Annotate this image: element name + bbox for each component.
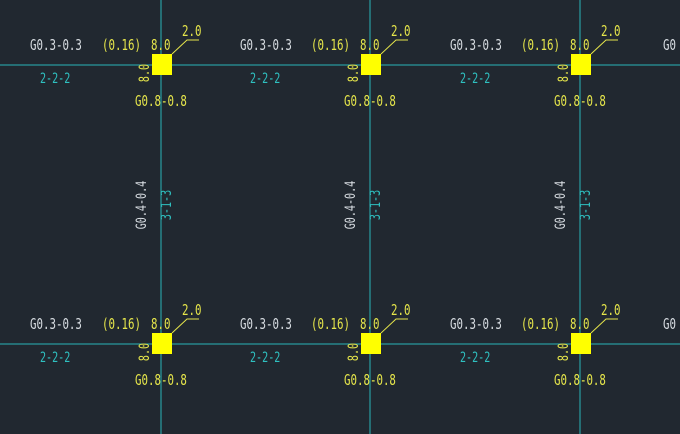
beam-top-label: G0.3-0.3 [240,37,292,54]
beam-top-label: G0.3-0.3 [240,316,292,333]
column-side-value: 8.0 [136,64,152,82]
leader-line [590,39,618,55]
leader-value: 2.0 [601,23,620,40]
column-side-value: 8.0 [555,343,571,361]
column-square [152,333,172,354]
beam-rebar-label: 2-2-2 [40,70,70,86]
beam-rebar-label: 2-2-2 [460,349,490,365]
ratio-label: (0.16) [102,316,141,333]
column-square [571,54,591,75]
column-square [152,54,172,75]
column-bottom-label: G0.8-0.8 [344,93,396,110]
ratio-label: (0.16) [311,316,350,333]
beam-top-label-partial: G0 [663,37,676,54]
vertical-beam-label: G0.4-0.4 [552,181,568,230]
leader-value: 2.0 [182,23,201,40]
beam-rebar-label: 2-2-2 [250,70,280,86]
column-side-value: 8.0 [345,343,361,361]
ratio-label: (0.16) [102,37,141,54]
leader-value: 2.0 [601,302,620,319]
column-bottom-label: G0.8-0.8 [554,93,606,110]
leader-value: 2.0 [391,302,410,319]
column-bottom-label: G0.8-0.8 [135,93,187,110]
beam-top-label: G0.3-0.3 [450,37,502,54]
column-value: 8.0 [151,37,170,54]
leader-value: 2.0 [391,23,410,40]
column-square [361,54,381,75]
beam-rebar-label: 2-2-2 [460,70,490,86]
vertical-beam-label: G0.4-0.4 [342,181,358,230]
column-value: 8.0 [570,316,589,333]
column-value: 8.0 [570,37,589,54]
vertical-beam-rebar: 3-1-3 [577,190,593,220]
column-bottom-label: G0.8-0.8 [344,372,396,389]
column-value: 8.0 [360,37,379,54]
leader-line [590,318,618,334]
beam-top-label-partial: G0 [663,316,676,333]
vertical-beam-rebar: 3-1-3 [367,190,383,220]
leader-line [380,39,408,55]
beam-top-label: G0.3-0.3 [450,316,502,333]
column-side-value: 8.0 [555,64,571,82]
column-bottom-label: G0.8-0.8 [554,372,606,389]
ratio-label: (0.16) [521,37,560,54]
beam-rebar-label: 2-2-2 [40,349,70,365]
leader-line [171,39,199,55]
leader-value: 2.0 [182,302,201,319]
column-side-value: 8.0 [345,64,361,82]
vertical-beam-rebar: 3-1-3 [158,190,174,220]
beam-top-label: G0.3-0.3 [30,316,82,333]
column-side-value: 8.0 [136,343,152,361]
beam-rebar-label: 2-2-2 [250,349,280,365]
leader-line [380,318,408,334]
ratio-label: (0.16) [521,316,560,333]
column-value: 8.0 [151,316,170,333]
column-square [361,333,381,354]
beam-top-label: G0.3-0.3 [30,37,82,54]
ratio-label: (0.16) [311,37,350,54]
vertical-beam-label: G0.4-0.4 [133,181,149,230]
leader-line [171,318,199,334]
column-value: 8.0 [360,316,379,333]
column-bottom-label: G0.8-0.8 [135,372,187,389]
column-square [571,333,591,354]
